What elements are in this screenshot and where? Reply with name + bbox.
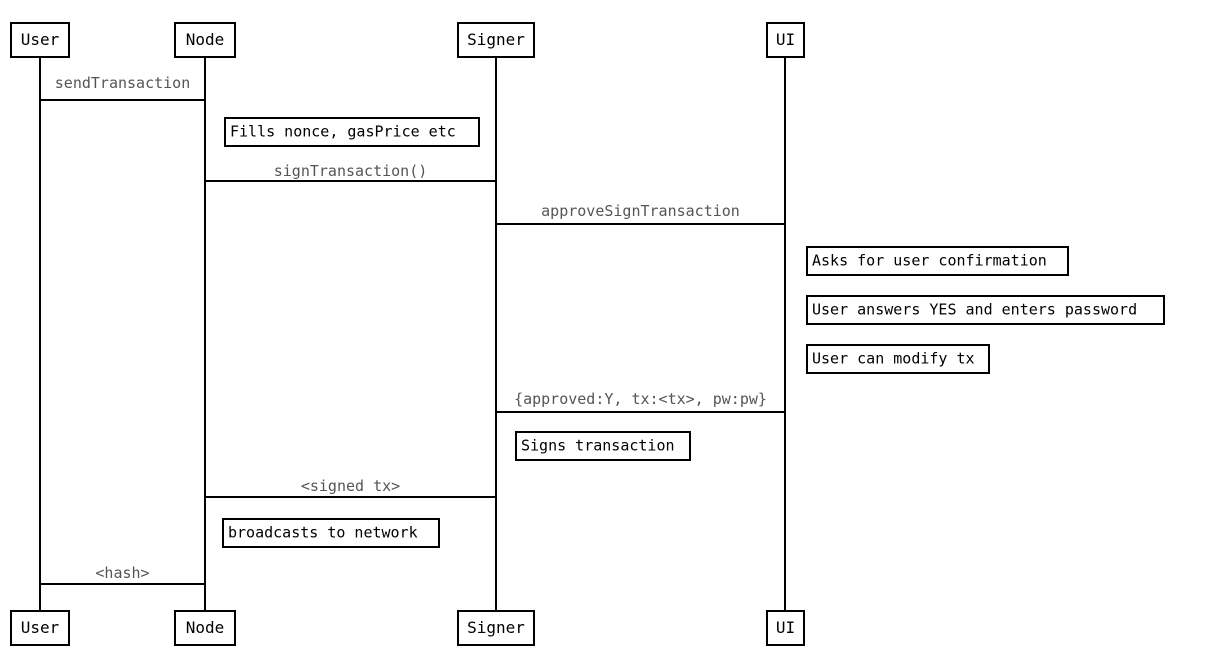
participant-signer-bottom[interactable]: Signer	[457, 610, 535, 646]
note-n6[interactable]: broadcasts to network	[222, 518, 440, 548]
message-line-m6[interactable]	[39, 583, 206, 585]
message-label-m3: approveSignTransaction	[541, 202, 740, 220]
message-label-m1: sendTransaction	[54, 74, 191, 92]
participant-label: Node	[185, 30, 225, 49]
participant-label: UI	[775, 618, 796, 637]
participant-label: User	[20, 618, 60, 637]
participant-signer-top[interactable]: Signer	[457, 22, 535, 58]
message-label-m4: {approved:Y, tx:<tx>, pw:pw}	[514, 390, 767, 408]
note-text: Signs transaction	[521, 436, 675, 455]
participant-node-top[interactable]: Node	[174, 22, 236, 58]
note-text: Fills nonce, gasPrice etc	[230, 122, 456, 141]
lifeline-node	[204, 58, 206, 610]
note-text: Asks for user confirmation	[812, 251, 1047, 270]
note-text: broadcasts to network	[228, 523, 418, 542]
message-line-m5[interactable]	[204, 496, 497, 498]
participant-ui-bottom[interactable]: UI	[766, 610, 805, 646]
participant-label: Signer	[467, 30, 525, 49]
lifeline-ui	[784, 58, 786, 610]
lifeline-signer	[495, 58, 497, 610]
participant-node-bottom[interactable]: Node	[174, 610, 236, 646]
participant-user-bottom[interactable]: User	[10, 610, 70, 646]
participant-label: UI	[775, 30, 796, 49]
participant-ui-top[interactable]: UI	[766, 22, 805, 58]
note-text: User answers YES and enters password	[812, 300, 1138, 319]
participant-label: Signer	[467, 618, 525, 637]
participant-label: User	[20, 30, 60, 49]
note-n4[interactable]: User can modify tx	[806, 344, 990, 374]
participant-user-top[interactable]: User	[10, 22, 70, 58]
message-label-m2: signTransaction()	[273, 162, 428, 180]
lifeline-user	[39, 58, 41, 610]
message-line-m1[interactable]	[39, 99, 206, 101]
note-text: User can modify tx	[812, 349, 975, 368]
note-n2[interactable]: Asks for user confirmation	[806, 246, 1069, 276]
note-n5[interactable]: Signs transaction	[515, 431, 691, 461]
message-line-m4[interactable]	[495, 411, 786, 413]
message-label-m5: <signed tx>	[300, 477, 401, 495]
note-n3[interactable]: User answers YES and enters password	[806, 295, 1165, 325]
participant-label: Node	[185, 618, 225, 637]
message-label-m6: <hash>	[95, 564, 150, 582]
message-line-m3[interactable]	[495, 223, 786, 225]
message-line-m2[interactable]	[204, 180, 497, 182]
note-n1[interactable]: Fills nonce, gasPrice etc	[224, 117, 480, 147]
